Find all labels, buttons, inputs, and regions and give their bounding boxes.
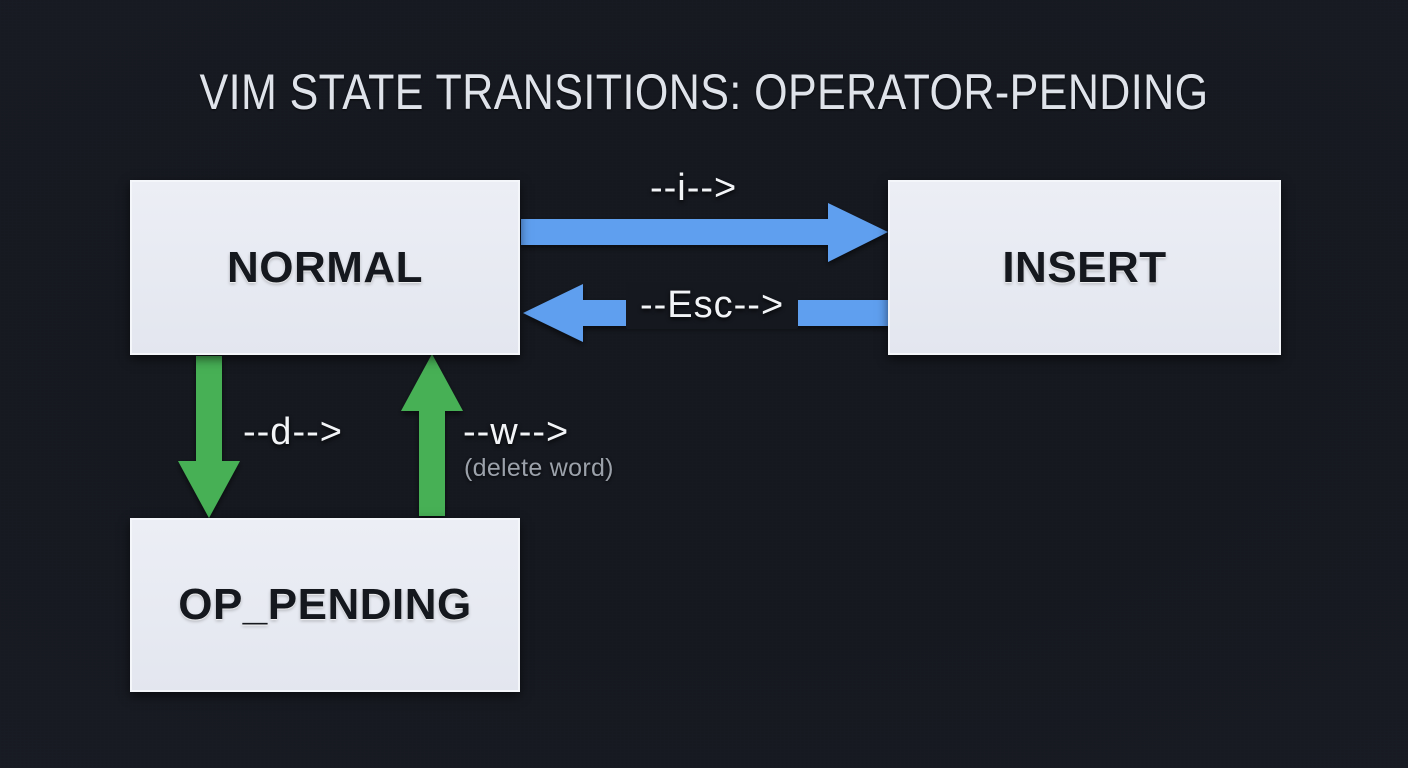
transition-sublabel-oppending-to-normal: (delete word) bbox=[464, 454, 614, 482]
transition-label-normal-to-oppending: --d--> bbox=[243, 411, 343, 453]
state-label-insert: INSERT bbox=[1002, 242, 1167, 292]
transition-label-oppending-to-normal: --w--> bbox=[463, 411, 570, 453]
state-label-op-pending: OP_PENDING bbox=[178, 580, 472, 629]
arrow-oppending-to-normal bbox=[401, 354, 463, 516]
state-label-normal: NORMAL bbox=[226, 242, 424, 292]
transition-label-normal-to-insert: --i--> bbox=[650, 167, 738, 209]
state-box-op-pending[interactable]: OP_PENDING bbox=[130, 518, 520, 692]
arrow-normal-to-insert bbox=[521, 203, 888, 262]
state-box-normal[interactable]: NORMAL bbox=[130, 180, 520, 355]
arrow-normal-to-oppending bbox=[178, 356, 240, 518]
transition-label-insert-to-normal: --Esc--> bbox=[626, 282, 799, 329]
state-box-insert[interactable]: INSERT bbox=[888, 180, 1281, 355]
page-title: VIM STATE TRANSITIONS: OPERATOR-PENDING bbox=[199, 64, 1209, 120]
